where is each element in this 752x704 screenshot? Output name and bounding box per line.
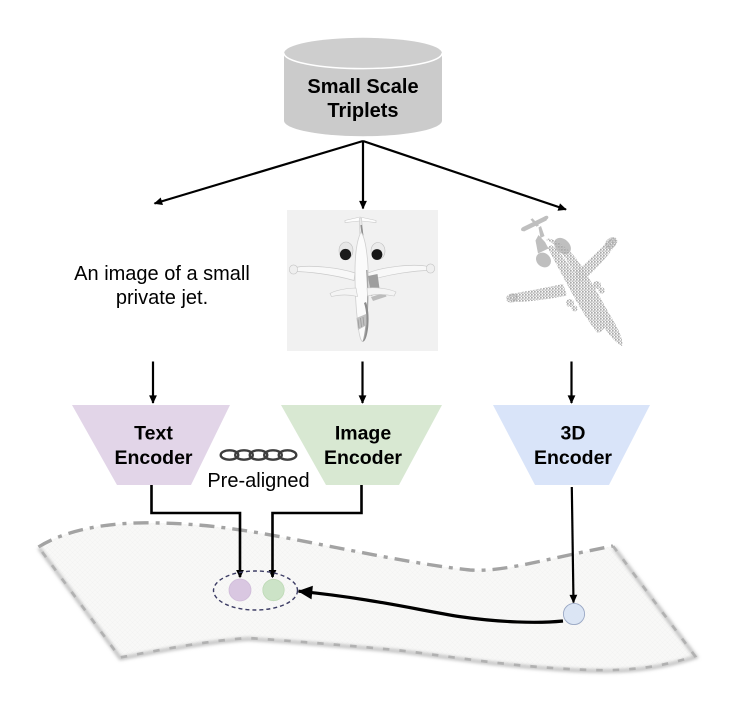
svg-text:Pre-aligned: Pre-aligned: [207, 470, 309, 492]
svg-text:Encoder: Encoder: [324, 447, 402, 469]
svg-text:3D: 3D: [561, 423, 586, 445]
svg-text:Triplets: Triplets: [327, 100, 398, 122]
svg-text:Text: Text: [134, 423, 173, 445]
svg-text:Image: Image: [335, 423, 392, 445]
svg-text:private jet.: private jet.: [116, 287, 208, 309]
svg-text:Encoder: Encoder: [114, 447, 192, 469]
svg-text:An image of a small: An image of a small: [74, 263, 250, 285]
svg-text:Encoder: Encoder: [534, 447, 612, 469]
svg-text:Small Scale: Small Scale: [307, 76, 418, 98]
